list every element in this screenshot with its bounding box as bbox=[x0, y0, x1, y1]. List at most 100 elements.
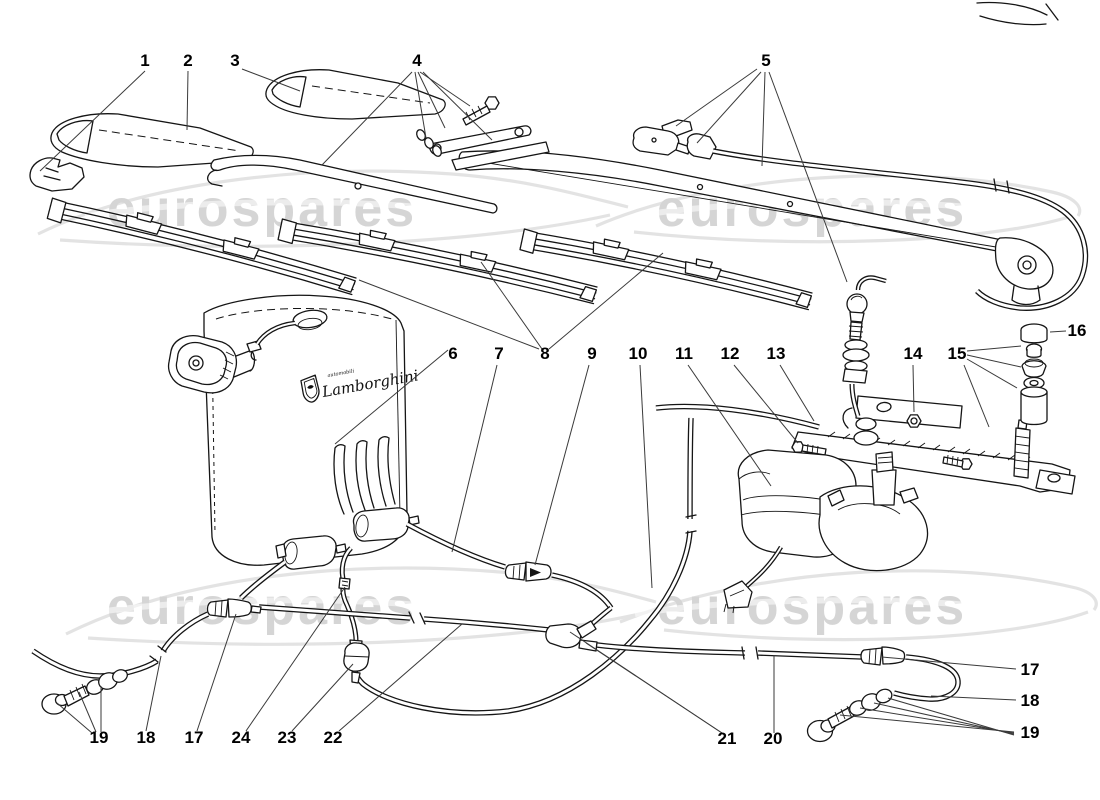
arm-pivot-bolt bbox=[462, 96, 500, 126]
wiper-blades bbox=[46, 197, 813, 311]
leader-line-14 bbox=[912, 364, 915, 413]
car-silhouette-swoosh bbox=[663, 610, 1089, 642]
leader-line-8 bbox=[548, 252, 664, 350]
leader-line-19-right bbox=[887, 697, 1015, 736]
callout-12[interactable]: 12 bbox=[721, 344, 740, 363]
leader-line-24 bbox=[245, 586, 346, 732]
leader-line-3 bbox=[241, 68, 301, 92]
wiper-arm-clip bbox=[29, 157, 85, 192]
leader-line-15 bbox=[966, 345, 1022, 352]
callout-3[interactable]: 3 bbox=[230, 51, 239, 70]
callout-15[interactable]: 15 bbox=[948, 344, 967, 363]
callout-7[interactable]: 7 bbox=[494, 344, 503, 363]
leader-line-22 bbox=[338, 623, 463, 732]
elbow-connector bbox=[338, 577, 351, 590]
callout-17-right[interactable]: 17 bbox=[1021, 660, 1040, 679]
wiper-linkage-bracket bbox=[791, 395, 1076, 495]
washer-jets bbox=[632, 119, 717, 160]
callout-6[interactable]: 6 bbox=[448, 344, 457, 363]
flow-direction-arrow bbox=[530, 568, 541, 577]
washer-hose bbox=[551, 572, 614, 610]
wiper-motor bbox=[737, 449, 929, 572]
callout-10[interactable]: 10 bbox=[629, 344, 648, 363]
callout-9[interactable]: 9 bbox=[587, 344, 596, 363]
wiper-arm-long bbox=[416, 125, 1054, 306]
car-silhouette-swoosh bbox=[633, 214, 1073, 244]
callout-19-right[interactable]: 19 bbox=[1021, 723, 1040, 742]
callout-17-left[interactable]: 17 bbox=[185, 728, 204, 747]
callout-2[interactable]: 2 bbox=[183, 51, 192, 70]
watermark-highlight bbox=[634, 597, 999, 617]
leader-line-21 bbox=[585, 642, 723, 734]
leader-line-2 bbox=[186, 70, 189, 131]
leader-line-19-right bbox=[859, 707, 1015, 734]
callout-8[interactable]: 8 bbox=[540, 344, 549, 363]
callout-20[interactable]: 20 bbox=[764, 729, 783, 748]
callout-18-left[interactable]: 18 bbox=[137, 728, 156, 747]
callout-24[interactable]: 24 bbox=[232, 728, 251, 747]
watermark-highlight bbox=[84, 597, 449, 617]
hose-coupler-right bbox=[860, 646, 906, 666]
callout-22[interactable]: 22 bbox=[324, 728, 343, 747]
cowl-fragment bbox=[976, 1, 1059, 26]
leader-line-15 bbox=[966, 354, 1022, 368]
leader-line-12 bbox=[733, 364, 799, 444]
car-silhouette-swoosh bbox=[619, 569, 1098, 624]
leader-line-4 bbox=[422, 71, 493, 141]
leader-line-8 bbox=[358, 279, 540, 350]
callout-5[interactable]: 5 bbox=[761, 51, 770, 70]
leader-line-4 bbox=[321, 71, 413, 166]
callout-13[interactable]: 13 bbox=[767, 344, 786, 363]
leader-line-18-right bbox=[930, 695, 1017, 701]
wiper-blade-2 bbox=[277, 218, 598, 305]
leader-line-1 bbox=[39, 70, 146, 172]
one-way-valve-vertical bbox=[343, 639, 370, 684]
wiper-blade-3 bbox=[519, 228, 813, 311]
pivot-shaft-assembly bbox=[842, 293, 870, 384]
leader-line-19-left bbox=[78, 691, 97, 733]
washer-reservoir: automobili Lamborghini bbox=[167, 294, 420, 570]
grommet-stack bbox=[1020, 323, 1048, 426]
leader-line-15 bbox=[966, 358, 1018, 389]
jet-assembly-right bbox=[806, 688, 893, 743]
callout-19-left[interactable]: 19 bbox=[90, 728, 109, 747]
callout-1[interactable]: 1 bbox=[140, 51, 149, 70]
callout-14[interactable]: 14 bbox=[904, 344, 923, 363]
washer-hose-layer bbox=[31, 148, 1089, 716]
leader-line-5 bbox=[768, 71, 848, 283]
wiper-arm-middle bbox=[207, 154, 498, 214]
hose-coupler-left bbox=[206, 598, 262, 618]
leader-line-16 bbox=[1049, 330, 1067, 333]
callout-11[interactable]: 11 bbox=[675, 344, 693, 363]
callout-16[interactable]: 16 bbox=[1068, 321, 1087, 340]
leader-line-19-right bbox=[839, 714, 1015, 733]
wiper-arm-cover-right bbox=[265, 69, 446, 120]
leader-line-4 bbox=[417, 71, 446, 129]
leader-line-17-left bbox=[196, 613, 237, 732]
jet-assembly-left bbox=[41, 669, 128, 715]
leader-line-5 bbox=[761, 71, 766, 167]
hose-break-marks bbox=[149, 178, 1010, 663]
callout-23[interactable]: 23 bbox=[278, 728, 297, 747]
leader-line-17-right bbox=[881, 656, 1017, 670]
callout-18-right[interactable]: 18 bbox=[1021, 691, 1040, 710]
leader-line-10 bbox=[639, 364, 653, 589]
watermark-highlight bbox=[84, 199, 449, 219]
callout-4[interactable]: 4 bbox=[412, 51, 422, 70]
fitting-layer bbox=[41, 178, 1010, 743]
leader-line-6 bbox=[334, 349, 449, 445]
leader-line-5 bbox=[696, 71, 762, 144]
tee-connector bbox=[545, 620, 598, 652]
leader-line-13 bbox=[779, 364, 815, 422]
leader-line-19-left bbox=[56, 702, 93, 734]
leader-line-11 bbox=[687, 364, 772, 487]
car-silhouette-swoosh bbox=[65, 566, 657, 636]
leader-line-9 bbox=[534, 364, 590, 566]
leader-line-5 bbox=[675, 68, 758, 127]
car-silhouette-swoosh bbox=[37, 169, 629, 236]
leader-line-4 bbox=[414, 71, 427, 139]
callout-21[interactable]: 21 bbox=[718, 729, 737, 748]
